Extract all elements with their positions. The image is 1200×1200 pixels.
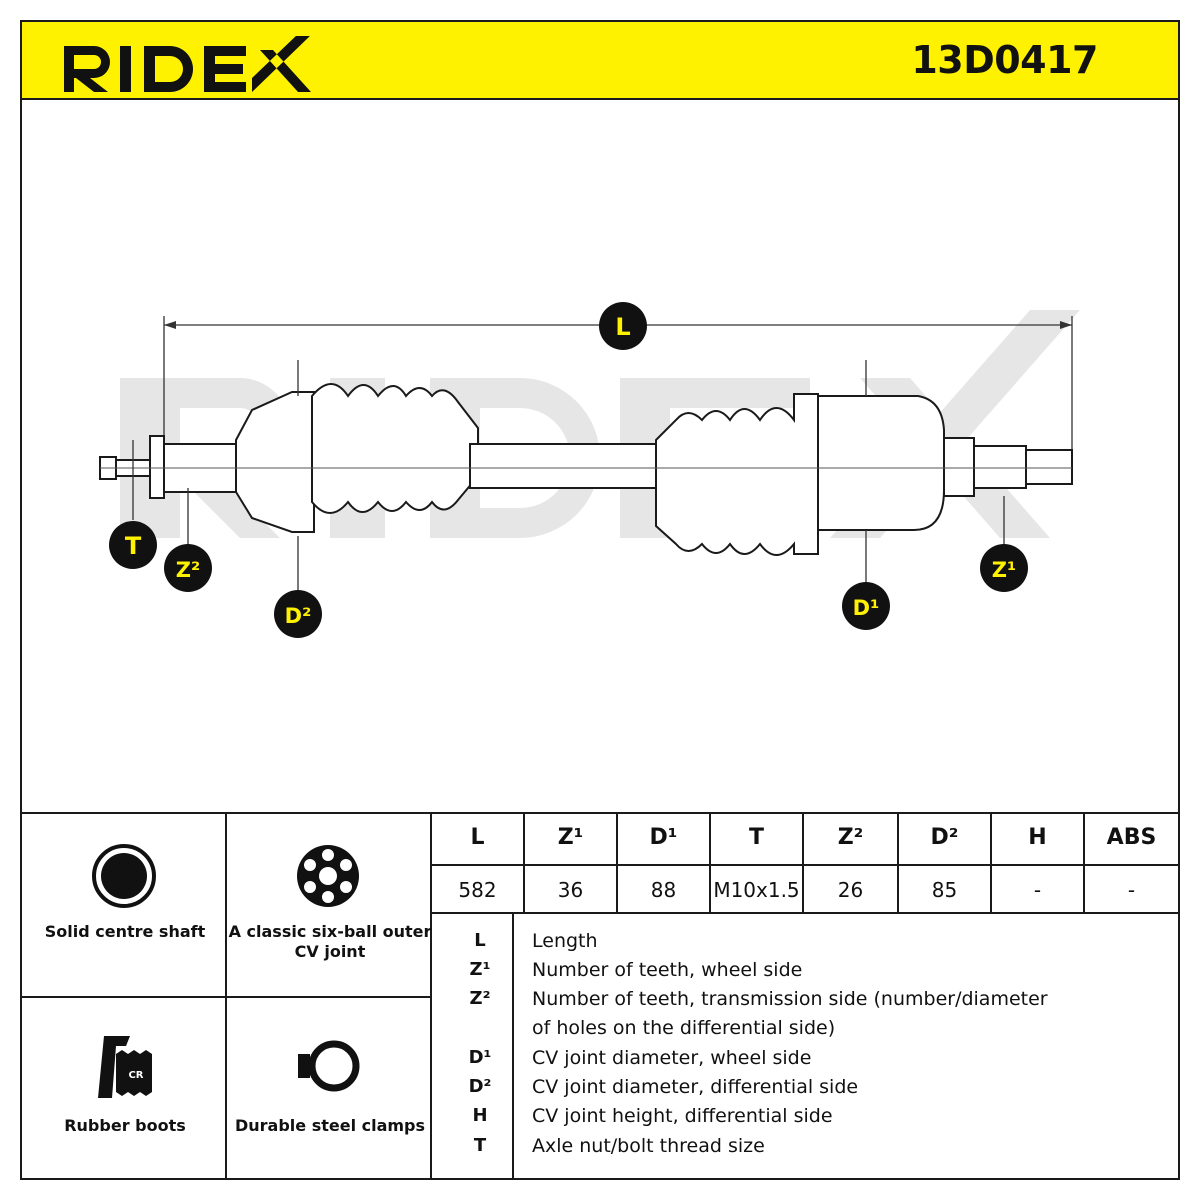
svg-text:Z²: Z² — [176, 558, 200, 582]
svg-text:T: T — [125, 532, 142, 560]
legend-key: T — [473, 1135, 487, 1156]
spec-col-line — [990, 812, 992, 914]
callout-Z2: Z² — [164, 544, 212, 592]
spec-value-D2: 85 — [931, 878, 958, 902]
legend-key: Z² — [469, 988, 491, 1009]
legend-text: CV joint diameter, differential side — [532, 1076, 859, 1098]
svg-text:Z¹: Z¹ — [992, 558, 1016, 582]
spec-header-Z1: Z¹ — [557, 825, 584, 850]
legend-text: CV joint height, differential side — [532, 1105, 833, 1127]
spec-col-line — [1083, 812, 1085, 914]
svg-text:D¹: D¹ — [853, 596, 880, 620]
callout-Z1: Z¹ — [980, 544, 1028, 592]
legend-key-divider — [512, 912, 514, 1180]
legend-key: H — [472, 1105, 488, 1126]
spec-value-H: - — [1033, 878, 1042, 902]
svg-text:D²: D² — [285, 604, 312, 628]
legend-key: Z¹ — [469, 959, 491, 980]
six-ball-joint-icon — [297, 845, 359, 907]
spec-header-Z2: Z² — [837, 825, 864, 850]
shaft-body — [99, 383, 1073, 556]
drive-shaft-drawing: L T Z² D² D¹ Z¹ — [99, 302, 1080, 638]
spec-header-divider — [430, 864, 1180, 866]
callout-T: T — [109, 521, 157, 569]
part-number: 13D0417 — [911, 38, 1098, 82]
callout-D2: D² — [274, 590, 322, 638]
legend-text: Number of teeth, wheel side — [532, 959, 803, 981]
svg-text:L: L — [615, 313, 630, 341]
feature-label: Durable steel clamps — [234, 1116, 426, 1135]
spec-values-divider — [430, 912, 1180, 914]
feature-label: Solid centre shaft — [44, 922, 206, 941]
spec-col-line — [802, 812, 804, 914]
spec-col-line — [616, 812, 618, 914]
legend-key: D² — [468, 1076, 492, 1097]
spec-value-L: 582 — [458, 878, 497, 902]
ridex-logo — [64, 36, 311, 92]
callout-D1: D¹ — [842, 582, 890, 630]
feature-row-divider — [20, 996, 432, 998]
spec-header-L: L — [470, 825, 485, 850]
spec-col-line — [709, 812, 711, 914]
callout-leaders — [132, 360, 1005, 592]
spec-col-line — [897, 812, 899, 914]
feature-label: Rubber boots — [64, 1116, 186, 1135]
solid-shaft-icon — [92, 844, 156, 908]
spec-header-ABS: ABS — [1106, 825, 1157, 850]
header-bar: 13D0417 — [20, 20, 1180, 100]
spec-header-T: T — [748, 825, 764, 850]
sheet-frame — [20, 20, 1180, 1180]
svg-text:CR: CR — [128, 1070, 143, 1081]
legend-text: Number of teeth, transmission side (numb… — [532, 988, 1048, 1010]
spec-value-Z2: 26 — [837, 878, 864, 902]
steel-clamp-icon — [298, 1040, 360, 1092]
legend-text: of holes on the differential side) — [532, 1017, 836, 1039]
legend-text: Axle nut/bolt thread size — [532, 1135, 765, 1157]
spec-value-ABS: - — [1127, 878, 1136, 902]
legend-key: D¹ — [468, 1047, 492, 1068]
spec-value-Z1: 36 — [557, 878, 584, 902]
spec-header-D1: D¹ — [649, 825, 678, 850]
bottom-divider — [20, 812, 1180, 814]
callout-L: L — [599, 302, 647, 350]
spec-header-D2: D² — [930, 825, 959, 850]
legend-text: Length — [532, 930, 598, 952]
rubber-boot-cr-icon: CR — [98, 1036, 152, 1098]
spec-value-T: M10x1.5 — [713, 878, 800, 902]
legend-key: L — [474, 930, 486, 951]
feature-label: A classic six-ball outer CV joint — [228, 922, 432, 961]
spec-header-H: H — [1028, 825, 1047, 850]
spec-value-D1: 88 — [650, 878, 677, 902]
legend-text: CV joint diameter, wheel side — [532, 1047, 812, 1069]
spec-col-line — [523, 812, 525, 914]
